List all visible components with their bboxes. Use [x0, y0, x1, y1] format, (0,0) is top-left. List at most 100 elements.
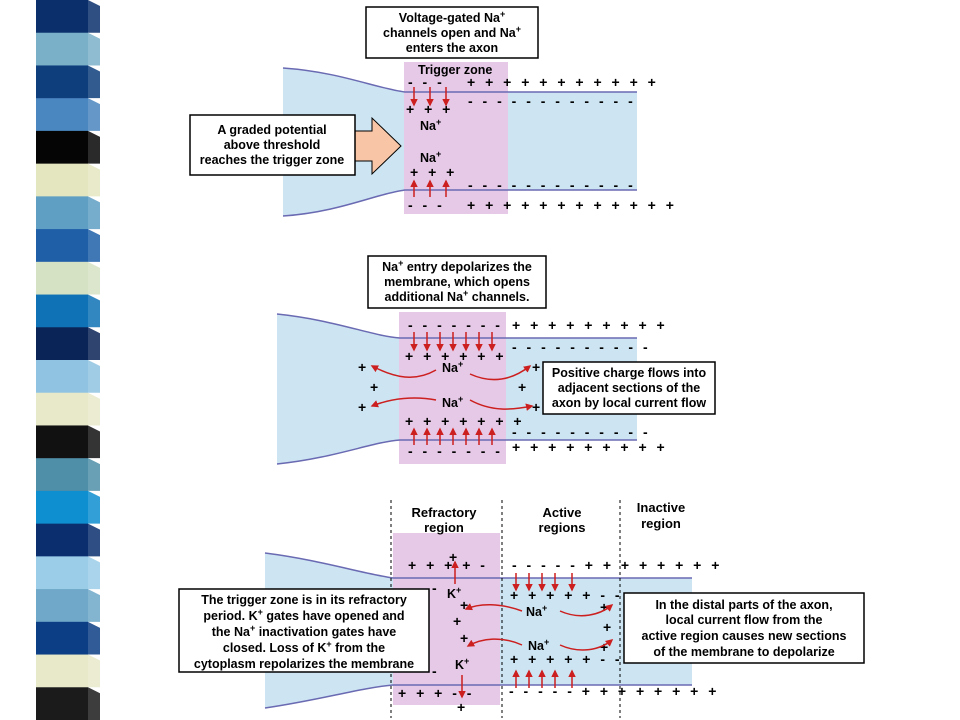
charges-outer-top-zone: - - - — [408, 74, 445, 90]
charges-inner-top-rest: - - - - - - - - - - - - — [468, 93, 636, 109]
callout-line: Voltage-gated Na+ — [399, 9, 505, 25]
potassium-efflux-arrows — [451, 560, 466, 699]
charges-outer-bottom-active: - - - - - + + + + + + + + — [509, 683, 719, 699]
interior-charge: + — [460, 630, 471, 646]
local-current-arrows — [370, 365, 534, 411]
positive-charge-right: + — [532, 359, 543, 375]
sodium-ion-label: Na+ — [528, 637, 549, 653]
charges-outer-top-refractory: + + + + - — [408, 557, 488, 573]
stripe-block — [36, 425, 88, 459]
stripe-block — [36, 360, 88, 394]
callout-line: A graded potential — [217, 123, 326, 137]
region-label-refractory: region — [424, 520, 464, 535]
callout-graded-potential: A graded potential above threshold reach… — [189, 114, 356, 176]
sodium-ion-label: Na+ — [420, 117, 441, 133]
callout-line: closed. Loss of K+ from the — [223, 639, 385, 655]
stripe-shadow — [88, 294, 100, 328]
interior-charge: + — [453, 613, 464, 629]
callout-line: period. K+ gates have opened and — [203, 607, 404, 623]
charges-inner-bottom-rest: - - - - - - - - - - — [512, 424, 651, 440]
charges-outer-top-zone: - - - - - - - — [408, 317, 503, 333]
stripe-shadow — [88, 98, 100, 131]
stripe-shadow — [88, 523, 100, 557]
stripe-block — [36, 556, 88, 590]
stripe-block — [36, 458, 88, 492]
stripe-shadow — [88, 458, 100, 491]
stripe-block — [36, 65, 88, 99]
sodium-ion-label: Na+ — [442, 394, 463, 410]
potassium-exit-charge: + — [449, 549, 460, 565]
trigger-zone-label: Trigger zone — [418, 63, 492, 77]
callout-line: cytoplasm repolarizes the membrane — [194, 657, 414, 671]
membrane-top — [282, 67, 637, 93]
charges-inner-top-zone: + + + + + + — [405, 348, 507, 364]
interior-charge: + — [603, 619, 614, 635]
stripe-shadow — [88, 327, 100, 360]
callout-line: membrane, which opens — [384, 275, 530, 289]
positive-charge-right: + — [518, 379, 529, 395]
potassium-exit-charge: + — [457, 699, 468, 715]
stripe-block — [36, 130, 88, 165]
stripe-shadow — [88, 261, 100, 295]
region-label-active: Active — [542, 505, 581, 520]
potassium-ion-label: K+ — [447, 585, 461, 601]
charges-outer-bottom-zone: - - - — [408, 197, 445, 213]
sodium-ion-label: Na+ — [420, 149, 441, 165]
sodium-ion-label: Na+ — [526, 603, 547, 619]
interior-charge: + — [460, 597, 471, 613]
charges-inner-bottom-rest: - - - - - - - - - - - - — [468, 177, 636, 193]
membrane-bottom — [282, 189, 637, 217]
sodium-ion-label: Na+ — [442, 359, 463, 375]
charges-outer-bottom-zone: - - - - - - - — [408, 443, 503, 459]
stripe-block — [36, 229, 88, 263]
membrane-top — [264, 552, 692, 579]
stripe-shadow — [88, 392, 100, 426]
stripe-block — [36, 654, 88, 688]
stripe-block — [36, 490, 88, 525]
callout-line: adjacent sections of the — [558, 381, 700, 395]
membrane-bottom — [276, 439, 637, 465]
stripe-block — [36, 589, 88, 623]
charges-inner-top-rest: - - - - - - - - - - — [512, 339, 651, 355]
region-label-active: regions — [539, 520, 586, 535]
stripe-block — [36, 196, 88, 230]
charges-outer-top-active: - - - - - + + + + + + + + — [512, 557, 722, 573]
callout-line: Na+ entry depolarizes the — [382, 258, 532, 274]
callout-line: local current flow from the — [666, 613, 823, 627]
positive-charge-right: + — [532, 399, 543, 415]
stripe-block — [36, 98, 88, 132]
stripe-block — [36, 163, 88, 197]
callout-line: additional Na+ channels. — [385, 288, 530, 304]
panel-1-trigger-zone: Trigger zone - - - + + + + + + + + + + +… — [189, 6, 674, 217]
positive-charge-left: + — [358, 399, 369, 415]
interior-charge: + — [600, 599, 611, 615]
charges-outer-bottom-refractory: + + + - - — [398, 685, 474, 701]
stripe-block — [36, 261, 88, 296]
positive-charge-left: + — [370, 379, 381, 395]
stripe-shadow — [88, 130, 100, 164]
sodium-influx-arrows — [512, 573, 576, 688]
region-label-refractory: Refractory — [411, 505, 477, 520]
callout-refractory-period: The trigger zone is in its refractory pe… — [178, 588, 430, 673]
positive-charge-left: + — [358, 359, 369, 375]
stripe-shadow — [88, 196, 100, 230]
stripe-shadow — [88, 425, 100, 459]
callout-line: In the distal parts of the axon, — [655, 598, 832, 612]
potassium-ion-label: K+ — [455, 656, 469, 672]
stripe-shadow — [88, 556, 100, 590]
stripe-shadow — [88, 490, 100, 524]
callout-channels-open: Voltage-gated Na+ channels open and Na+ … — [365, 6, 539, 59]
callout-line: The trigger zone is in its refractory — [201, 593, 407, 607]
callout-line: the Na+ inactivation gates have — [212, 623, 397, 639]
membrane-bottom — [264, 684, 692, 709]
stripe-shadow — [88, 360, 100, 393]
callout-line: of the membrane to depolarize — [653, 645, 834, 659]
stripe-shadow — [88, 32, 100, 66]
stripe-block — [36, 523, 88, 557]
callout-line: axon by local current flow — [552, 396, 706, 410]
callout-line: channels open and Na+ — [383, 24, 521, 40]
stripe-shadow — [88, 229, 100, 262]
decorative-stripe-border — [36, 0, 100, 720]
influx-arrows — [410, 87, 450, 197]
